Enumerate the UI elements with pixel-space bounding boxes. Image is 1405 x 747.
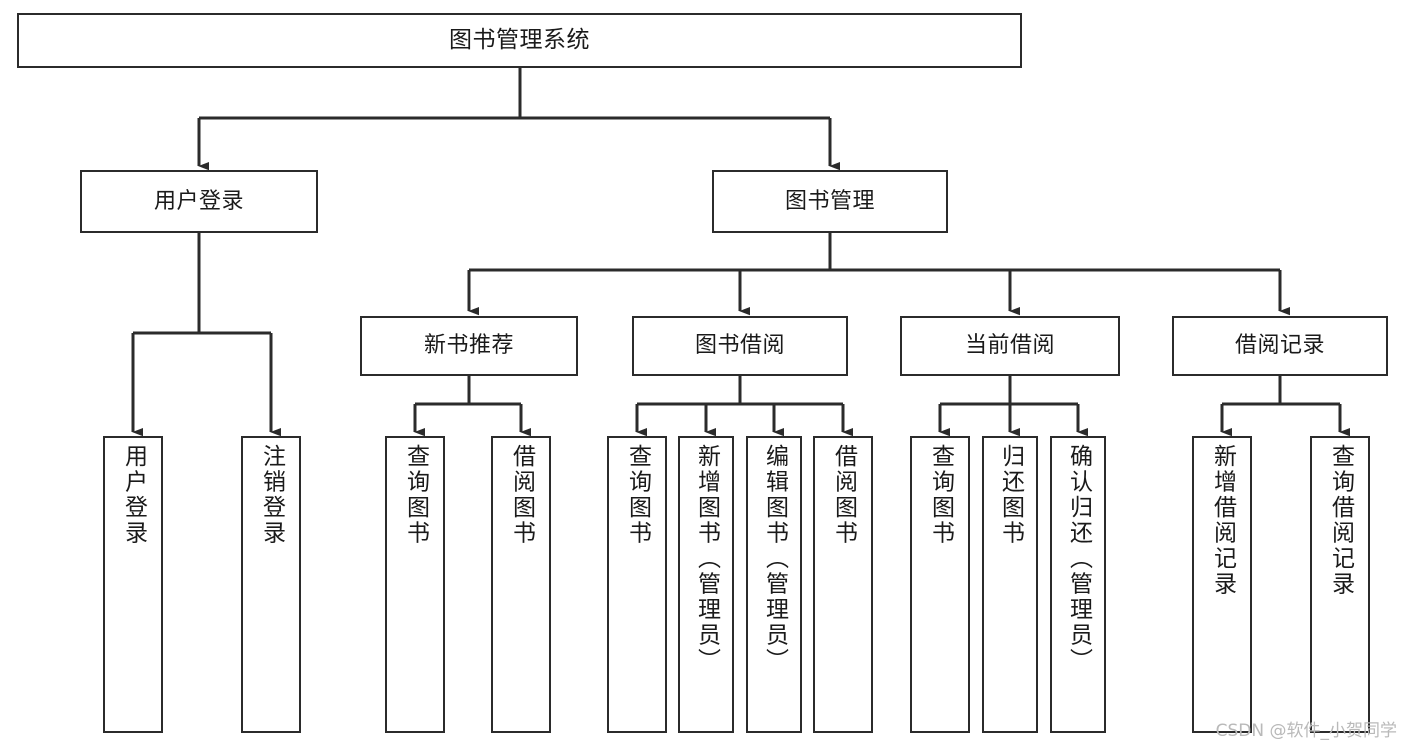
node-leaf-query-borrow-record[interactable]: 查询借阅记录 — [1310, 436, 1370, 733]
node-leaf-add-book[interactable]: 新增图书（管理员） — [678, 436, 734, 733]
node-label: 新增图书（管理员） — [693, 444, 720, 674]
node-book-manage[interactable]: 图书管理 — [712, 170, 948, 233]
node-current-borrow[interactable]: 当前借阅 — [900, 316, 1120, 376]
node-label: 查询图书 — [624, 444, 651, 546]
node-label: 图书借阅 — [694, 333, 785, 359]
node-leaf-query-book-recommend[interactable]: 查询图书 — [385, 436, 445, 733]
node-label: 用户登录 — [153, 188, 244, 214]
node-label: 当前借阅 — [964, 333, 1055, 359]
node-leaf-confirm-return[interactable]: 确认归还（管理员） — [1050, 436, 1106, 733]
csdn-watermark: CSDN @软件_小贺同学 — [1215, 721, 1397, 741]
node-leaf-query-book-borrow[interactable]: 查询图书 — [607, 436, 667, 733]
node-label: 用户登录 — [120, 444, 147, 546]
node-leaf-query-book-current[interactable]: 查询图书 — [910, 436, 970, 733]
node-leaf-add-borrow-record[interactable]: 新增借阅记录 — [1192, 436, 1252, 733]
node-label: 借阅记录 — [1234, 333, 1325, 359]
node-label: 确认归还（管理员） — [1065, 444, 1092, 674]
node-label: 借阅图书 — [830, 444, 857, 546]
node-leaf-user-logout[interactable]: 注销登录 — [241, 436, 301, 733]
node-label: 图书管理 — [784, 188, 875, 214]
node-leaf-borrow-book[interactable]: 借阅图书 — [813, 436, 873, 733]
node-leaf-edit-book[interactable]: 编辑图书（管理员） — [746, 436, 802, 733]
node-book-borrow[interactable]: 图书借阅 — [632, 316, 848, 376]
node-label: 查询图书 — [927, 444, 954, 546]
node-label: 查询借阅记录 — [1327, 444, 1354, 597]
node-label: 注销登录 — [258, 444, 285, 546]
node-label: 图书管理系统 — [449, 27, 590, 54]
node-new-book-recommend[interactable]: 新书推荐 — [360, 316, 578, 376]
node-leaf-return-book[interactable]: 归还图书 — [982, 436, 1038, 733]
node-label: 编辑图书（管理员） — [761, 444, 788, 674]
node-leaf-borrow-book-recommend[interactable]: 借阅图书 — [491, 436, 551, 733]
node-label: 归还图书 — [997, 444, 1024, 546]
node-root-book-management-system[interactable]: 图书管理系统 — [17, 13, 1022, 68]
node-label: 新增借阅记录 — [1209, 444, 1236, 597]
node-leaf-user-login[interactable]: 用户登录 — [103, 436, 163, 733]
node-user-login[interactable]: 用户登录 — [80, 170, 318, 233]
node-label: 查询图书 — [402, 444, 429, 546]
node-label: 新书推荐 — [423, 333, 514, 359]
node-borrow-record[interactable]: 借阅记录 — [1172, 316, 1388, 376]
node-label: 借阅图书 — [508, 444, 535, 546]
